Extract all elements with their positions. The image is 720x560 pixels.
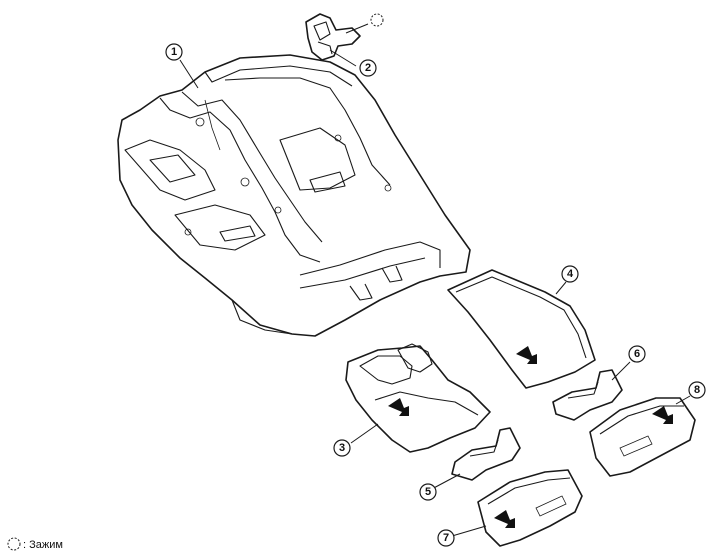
callout-3-label: 3	[339, 442, 345, 454]
part-5-mat-piece	[451, 427, 521, 481]
callout-3: 3	[333, 439, 351, 457]
callout-5: 5	[419, 483, 437, 501]
leader-line-7	[451, 525, 487, 537]
callout-5-label: 5	[425, 486, 431, 498]
callout-1: 1	[165, 43, 183, 61]
callout-2-label: 2	[365, 62, 371, 74]
callout-4: 4	[561, 265, 579, 283]
callout-8: 8	[688, 381, 706, 399]
part-6-mat-piece	[552, 369, 623, 421]
part-7-rear-mat	[477, 469, 583, 547]
part-2-bracket	[305, 13, 369, 61]
callout-4-label: 4	[567, 268, 574, 280]
leader-line-2	[329, 49, 357, 67]
callout-7-label: 7	[443, 532, 449, 544]
callout-6: 6	[628, 345, 646, 363]
legend-text: : Зажим	[23, 539, 63, 551]
leader-line-1	[179, 59, 199, 89]
direction-arrow-icon	[516, 346, 537, 364]
part-8-rear-mat	[589, 397, 696, 477]
leader-line-8	[675, 395, 691, 405]
direction-arrow-icon	[652, 406, 673, 424]
callout-7: 7	[437, 529, 455, 547]
clip-legend-icon	[7, 537, 21, 551]
legend: : Зажим	[7, 537, 63, 551]
callout-1-label: 1	[171, 46, 177, 58]
leader-line-3	[350, 423, 379, 444]
part-1-floor-carpet	[117, 54, 471, 337]
part-4-floor-mat	[447, 269, 596, 389]
callout-8-label: 8	[694, 384, 700, 396]
direction-arrow-icon	[494, 510, 515, 528]
direction-arrow-icon	[388, 398, 409, 416]
leader-line-6	[611, 361, 631, 381]
leader-line-4	[555, 281, 567, 295]
callout-2: 2	[359, 59, 377, 77]
callout-6-label: 6	[634, 348, 640, 360]
part-3-floor-mat	[345, 343, 491, 453]
clip-symbol-icon	[370, 13, 384, 27]
